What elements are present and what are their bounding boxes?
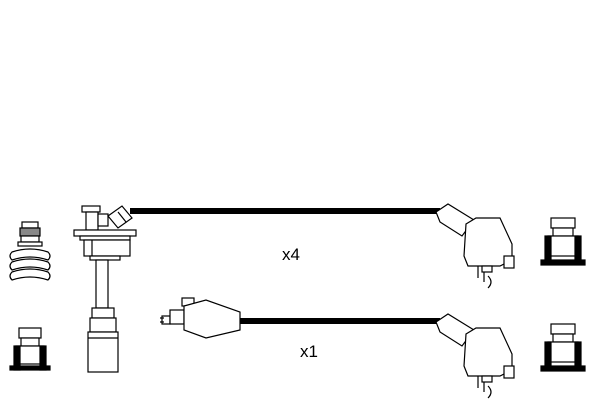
upper-plug-boot-icon: [435, 203, 515, 289]
lower-plug-boot-icon: [435, 313, 515, 399]
terminal-cap-left-icon: [9, 327, 51, 371]
terminal-cap-right-bottom-icon: [540, 323, 586, 372]
elbow-boot-icon: [107, 205, 133, 229]
lower-set-quantity-label: x1: [300, 342, 318, 361]
spark-plug-boot-icon: [9, 221, 51, 281]
terminal-cap-right-top-icon: [540, 217, 586, 266]
coil-connector-icon: [160, 297, 241, 339]
distributor-connector-icon: [73, 205, 137, 373]
upper-set-quantity-label: x4: [282, 245, 300, 264]
